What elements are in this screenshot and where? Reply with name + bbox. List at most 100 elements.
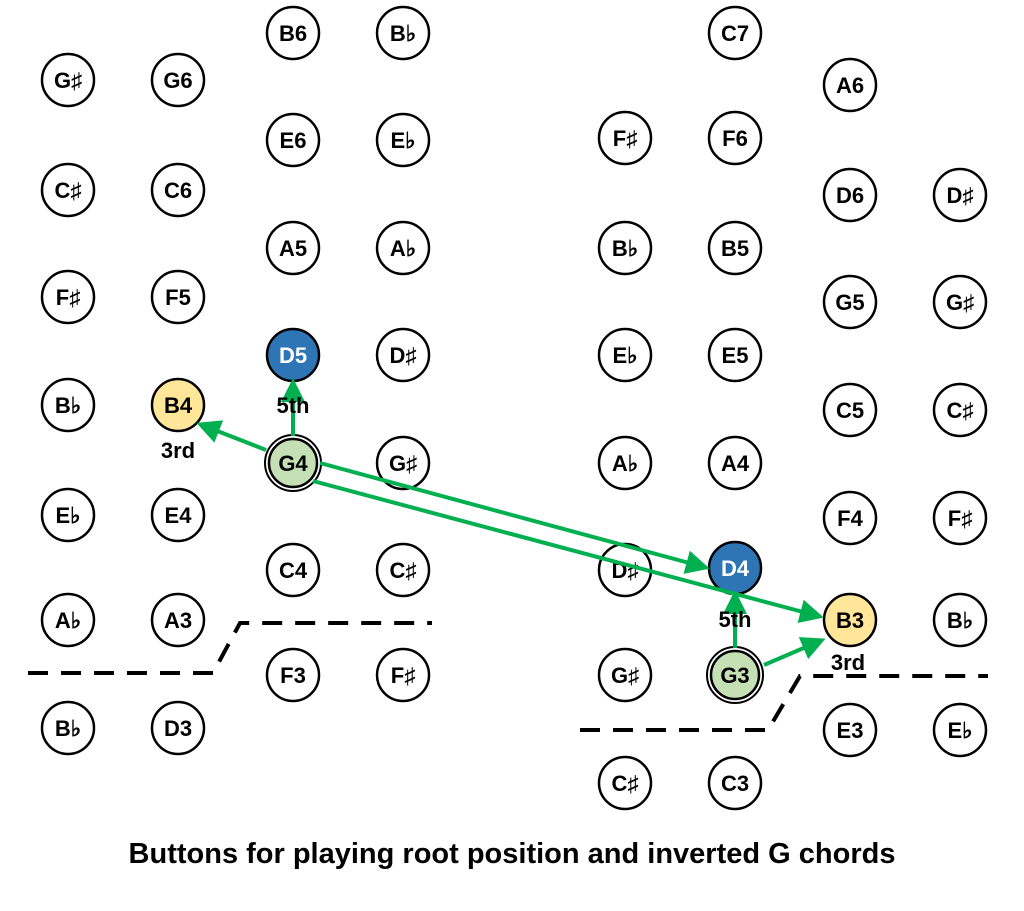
note-label: B♭ [55, 393, 81, 418]
left-note-button[interactable]: F♯ [375, 647, 431, 703]
note-label: D6 [836, 183, 864, 208]
note-label: E6 [280, 128, 307, 153]
left-note-button[interactable]: F5 [150, 269, 206, 325]
right-note-button[interactable]: C♯ [597, 755, 653, 811]
left-note-button[interactable]: C♯ [375, 542, 431, 598]
note-label: F3 [280, 663, 306, 688]
arrow-g3-to-b3 [763, 637, 826, 667]
right-note-button[interactable]: D♯ [932, 167, 988, 223]
note-label: C♯ [947, 398, 974, 423]
left-note-button[interactable]: C6 [150, 162, 206, 218]
right-note-button[interactable]: C3 [707, 755, 763, 811]
right-note-button[interactable]: F4 [822, 490, 878, 546]
left-note-button[interactable]: B♭ [40, 377, 96, 433]
left-note-button[interactable]: G♯ [375, 435, 431, 491]
note-label: B6 [279, 21, 307, 46]
left-note-button[interactable]: A♭ [375, 220, 431, 276]
right-note-button[interactable]: C5 [822, 382, 878, 438]
right-note-button[interactable]: B3 [822, 592, 878, 648]
right-note-button[interactable]: C♯ [932, 382, 988, 438]
note-label: G♯ [389, 451, 417, 476]
note-label: A5 [279, 236, 307, 261]
note-label: F6 [722, 126, 748, 151]
right-note-button[interactable]: B5 [707, 220, 763, 276]
right-note-button[interactable]: F♯ [597, 110, 653, 166]
right-note-button[interactable]: E3 [822, 702, 878, 758]
right-note-button[interactable]: D6 [822, 167, 878, 223]
right-note-button[interactable]: G♯ [597, 647, 653, 703]
left-note-button[interactable]: C4 [265, 542, 321, 598]
note-label: D3 [164, 716, 192, 741]
left-note-button[interactable]: D3 [150, 700, 206, 756]
right-note-button[interactable]: D♯ [597, 542, 653, 598]
note-label: G6 [163, 68, 192, 93]
left-third-label: 3rd [161, 438, 195, 463]
right-note-button[interactable]: G3 [706, 646, 764, 704]
right-note-button[interactable]: E5 [707, 327, 763, 383]
right-note-button[interactable]: F6 [707, 110, 763, 166]
left-note-button[interactable]: A5 [265, 220, 321, 276]
left-note-button[interactable]: D5 [265, 327, 321, 383]
note-label: F5 [165, 285, 191, 310]
note-label: F4 [837, 506, 863, 531]
right-third-label: 3rd [831, 650, 865, 675]
right-note-button[interactable]: A4 [707, 435, 763, 491]
left-note-button[interactable]: E4 [150, 487, 206, 543]
right-note-button[interactable]: D4 [707, 540, 763, 596]
left-note-button[interactable]: G6 [150, 52, 206, 108]
note-label: C♯ [55, 178, 82, 203]
right-note-button[interactable]: B♭ [597, 220, 653, 276]
left-note-button[interactable]: B♭ [40, 700, 96, 756]
note-label: F♯ [56, 285, 80, 310]
left-note-button[interactable]: B4 [150, 377, 206, 433]
note-label: E♭ [612, 343, 637, 368]
left-note-button[interactable]: A♭ [40, 592, 96, 648]
note-label: B♭ [390, 21, 416, 46]
note-label: G5 [835, 290, 864, 315]
arrow-g4-to-d4 [319, 461, 710, 574]
note-label: C3 [721, 771, 749, 796]
right-note-button[interactable]: C7 [707, 5, 763, 61]
note-label: E♭ [55, 503, 80, 528]
note-label: B4 [164, 393, 193, 418]
left-note-button[interactable]: E♭ [40, 487, 96, 543]
left-note-button[interactable]: D♯ [375, 327, 431, 383]
left-note-button[interactable]: C♯ [40, 162, 96, 218]
left-note-button[interactable]: F♯ [40, 269, 96, 325]
note-label: C7 [721, 21, 749, 46]
right-note-button[interactable]: A6 [822, 57, 878, 113]
note-label: A♭ [612, 451, 638, 476]
left-note-button[interactable]: E♭ [375, 112, 431, 168]
left-note-button[interactable]: G4 [264, 434, 322, 492]
right-divider-dashed-line [580, 674, 988, 732]
arrow-g4-to-b4 [196, 420, 267, 452]
note-label: B♭ [947, 608, 973, 633]
note-label: D♯ [390, 343, 417, 368]
right-note-button[interactable]: F♯ [932, 490, 988, 546]
left-fifth-label: 5th [277, 393, 310, 418]
left-note-button[interactable]: B6 [265, 5, 321, 61]
left-note-button[interactable]: B♭ [375, 5, 431, 61]
note-label: C♯ [390, 558, 417, 583]
right-note-button[interactable]: E♭ [932, 702, 988, 758]
right-note-button[interactable]: G5 [822, 274, 878, 330]
note-label: F♯ [391, 663, 415, 688]
note-label: D5 [279, 343, 307, 368]
note-label: G♯ [946, 290, 974, 315]
note-label: E5 [722, 343, 749, 368]
right-note-button[interactable]: G♯ [932, 274, 988, 330]
right-note-button[interactable]: E♭ [597, 327, 653, 383]
right-note-button[interactable]: A♭ [597, 435, 653, 491]
right-note-button[interactable]: B♭ [932, 592, 988, 648]
note-label: B♭ [55, 716, 81, 741]
left-note-button[interactable]: F3 [265, 647, 321, 703]
chord-arrows [196, 378, 826, 667]
note-label: E3 [837, 718, 864, 743]
note-label: B3 [836, 608, 864, 633]
left-note-button[interactable]: G♯ [40, 52, 96, 108]
note-label: A3 [164, 608, 192, 633]
left-note-button[interactable]: E6 [265, 112, 321, 168]
left-note-button[interactable]: A3 [150, 592, 206, 648]
diagram-caption: Buttons for playing root position and in… [128, 838, 896, 870]
